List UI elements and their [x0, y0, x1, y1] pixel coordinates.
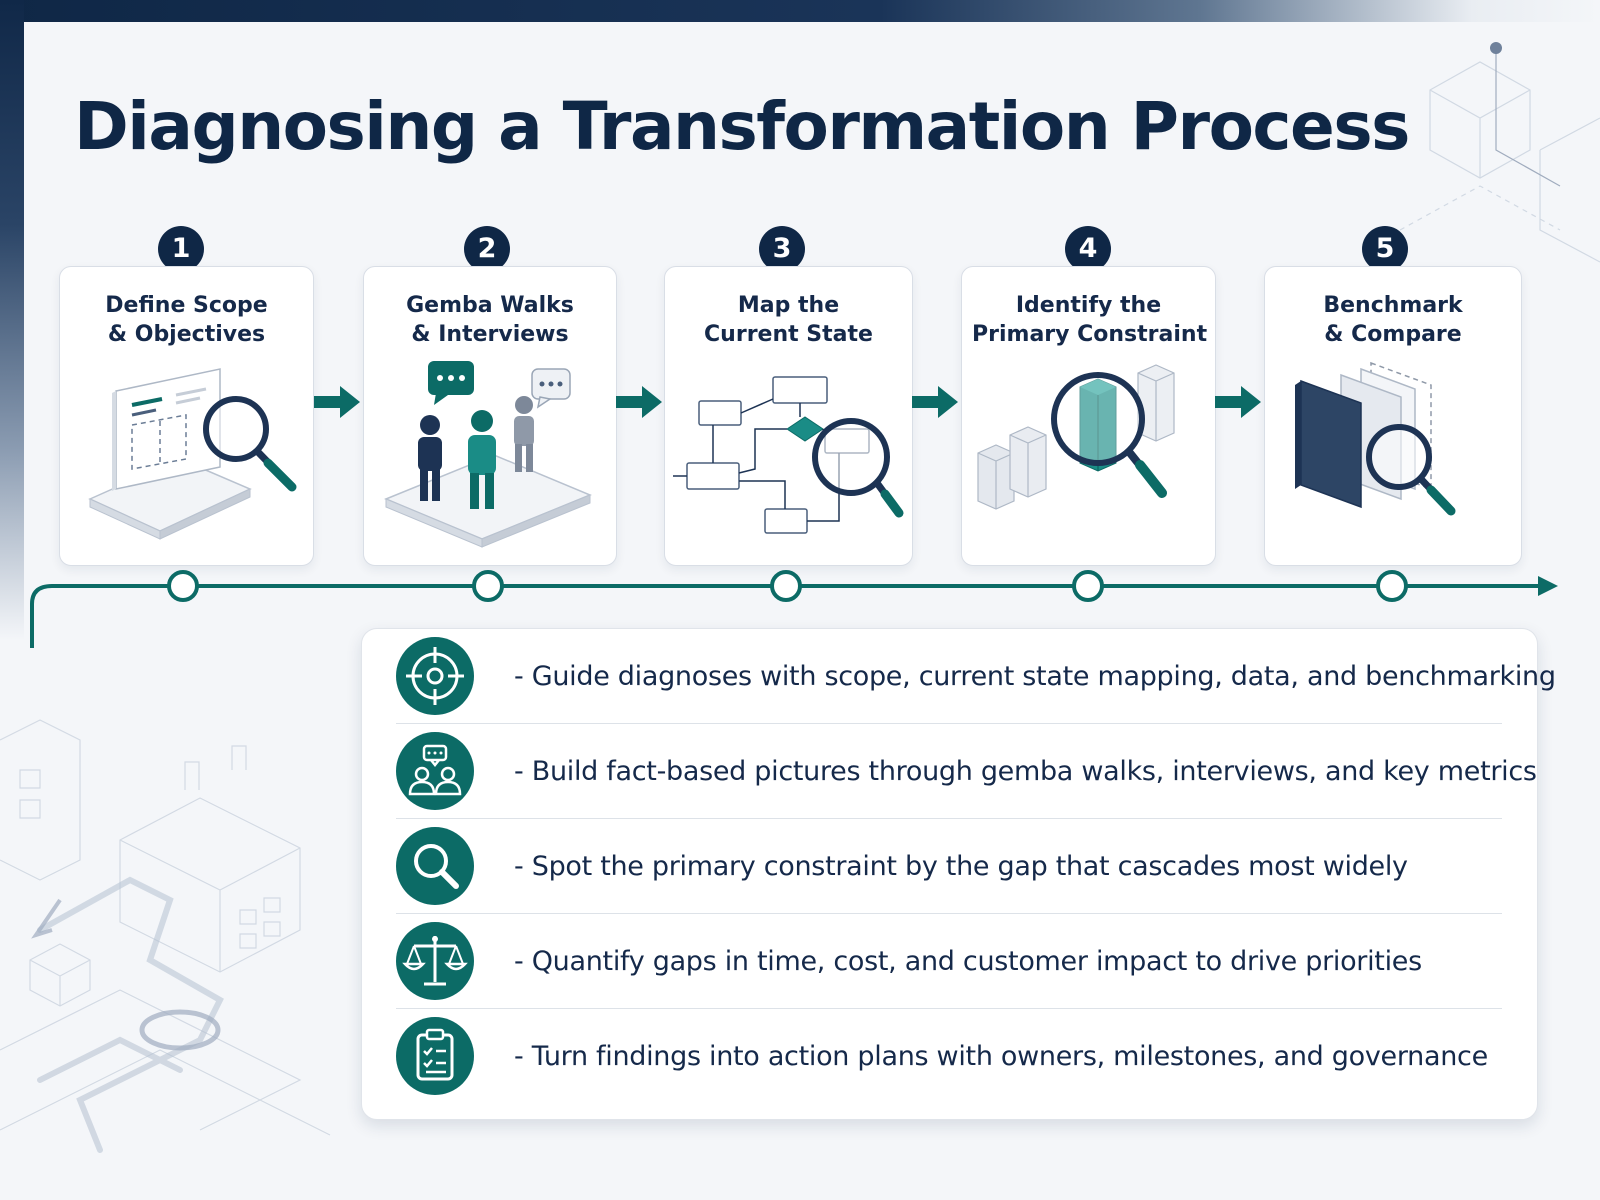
point-text: - Guide diagnoses with scope, current st… [514, 661, 1556, 692]
divider [396, 722, 1502, 724]
step-number-badge: 3 [759, 226, 805, 272]
step-title: Identify the Primary Constraint [972, 291, 1208, 349]
balance-scale-icon [396, 922, 474, 1000]
list-item: - Quantify gaps in time, cost, and custo… [396, 914, 1502, 1009]
step-title-line: & Compare [1324, 322, 1462, 347]
step-title-line: Benchmark [1323, 293, 1463, 318]
process-flowchart-magnifier-icon [673, 376, 904, 534]
step-title: Map the Current State [675, 291, 902, 349]
step-title: Benchmark & Compare [1275, 291, 1511, 349]
key-points-panel: - Guide diagnoses with scope, current st… [361, 628, 1556, 1120]
target-crosshair-icon [396, 637, 474, 715]
point-text: - Turn findings into action plans with o… [514, 1041, 1488, 1072]
scope-document-magnifier-icon [88, 368, 297, 540]
timeline-node [770, 570, 802, 602]
list-item: - Guide diagnoses with scope, current st… [396, 629, 1556, 724]
step-title-line: Define Scope [105, 293, 268, 318]
step-title-line: Gemba Walks [406, 293, 574, 318]
timeline-node [167, 570, 199, 602]
step-title-line: & Interviews [411, 322, 569, 347]
point-text: - Build fact-based pictures through gemb… [514, 756, 1537, 787]
point-text: - Quantify gaps in time, cost, and custo… [514, 946, 1422, 977]
step-number-badge: 1 [158, 226, 204, 272]
people-speech-bubbles-icon [384, 361, 592, 548]
timeline-arrowhead-icon [1538, 576, 1558, 596]
timeline-node [1376, 570, 1408, 602]
top-accent-bar [0, 0, 1600, 22]
step-title-line: & Objectives [107, 322, 266, 347]
bar-blocks-magnifier-icon [977, 364, 1175, 510]
step-number-badge: 5 [1362, 226, 1408, 272]
step-card-gemba-walks[interactable]: Gemba Walks & Interviews [363, 266, 617, 566]
step-title-line: Primary Constraint [972, 322, 1208, 347]
group-discussion-icon [396, 732, 474, 810]
left-accent-band [0, 0, 24, 640]
step-number-badge: 4 [1065, 226, 1111, 272]
step-number-badge: 2 [464, 226, 510, 272]
list-item: - Turn findings into action plans with o… [396, 1009, 1502, 1104]
node-dot [1490, 42, 1502, 54]
search-magnifier-icon [396, 827, 474, 905]
step-title-line: Current State [704, 322, 873, 347]
step-title: Gemba Walks & Interviews [374, 291, 606, 349]
step-arrow-icon [616, 386, 662, 418]
divider [396, 1007, 1502, 1009]
timeline-node [1072, 570, 1104, 602]
step-card-benchmark[interactable]: Benchmark & Compare [1264, 266, 1522, 566]
page-title: Diagnosing a Transformation Process [74, 88, 1410, 165]
panels-magnifier-icon [1295, 361, 1456, 516]
step-arrow-icon [314, 386, 360, 418]
list-item: - Build fact-based pictures through gemb… [396, 724, 1537, 819]
divider [396, 817, 1502, 819]
step-title-line: Map the [737, 293, 840, 318]
clipboard-checklist-icon [396, 1017, 474, 1095]
step-title-line: Identify the [1015, 293, 1162, 318]
point-text: - Spot the primary constraint by the gap… [514, 851, 1408, 882]
step-title: Define Scope & Objectives [70, 291, 303, 349]
step-card-map-current-state[interactable]: Map the Current State [664, 266, 913, 566]
list-item: - Spot the primary constraint by the gap… [396, 819, 1502, 914]
timeline-node [472, 570, 504, 602]
process-timeline [30, 570, 1558, 648]
step-arrow-icon [912, 386, 958, 418]
step-card-primary-constraint[interactable]: Identify the Primary Constraint [961, 266, 1216, 566]
step-arrow-icon [1215, 386, 1261, 418]
divider [396, 912, 1502, 914]
step-card-define-scope[interactable]: Define Scope & Objectives [59, 266, 314, 566]
